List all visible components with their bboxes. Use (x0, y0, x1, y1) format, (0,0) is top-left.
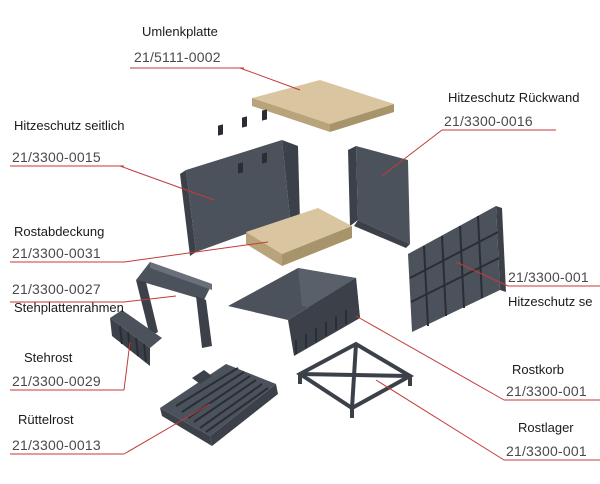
rostkorb-part (228, 268, 360, 356)
part-name: Rostlager (518, 420, 574, 435)
part-name: Rostabdeckung (14, 224, 104, 239)
part-label-hitzeschutz-seitlich-right: 21/3300-001 Hitzeschutz se (508, 269, 593, 309)
part-name: Hitzeschutz se (508, 294, 593, 309)
part-number: 21/3300-0013 (12, 437, 101, 453)
part-number: 21/3300-0016 (444, 113, 533, 129)
part-name: Rüttelrost (18, 412, 74, 427)
part-number: 21/5111-0002 (134, 49, 221, 65)
part-number: 21/3300-001 (506, 443, 587, 459)
part-number: 21/3300-0027 (12, 281, 101, 297)
part-name: Stehrost (24, 350, 73, 365)
umlenkplatte-part (252, 80, 394, 132)
part-number: 21/3300-001 (506, 383, 587, 399)
part-label-rostabdeckung: Rostabdeckung 21/3300-0031 (12, 224, 104, 261)
part-label-stehplattenrahmen: 21/3300-0027 Stehplattenrahmen (12, 281, 124, 315)
part-name: Rostkorb (512, 362, 564, 377)
part-name: Umlenkplatte (142, 24, 218, 39)
part-label-hitzeschutz-rueckwand: Hitzeschutz Rückwand 21/3300-0016 (444, 90, 580, 129)
part-number: 21/3300-0029 (12, 373, 101, 389)
hitzeschutz-seitlich-right-part (408, 206, 506, 332)
part-label-stehrost: Stehrost 21/3300-0029 (12, 350, 101, 389)
part-number: 21/3300-0031 (12, 245, 101, 261)
part-label-rostlager: Rostlager 21/3300-001 (506, 420, 587, 459)
part-label-hitzeschutz-seitlich-left: Hitzeschutz seitlich 21/3300-0015 (12, 118, 125, 165)
part-name: Stehplattenrahmen (14, 300, 124, 315)
part-label-rostkorb: Rostkorb 21/3300-001 (506, 362, 587, 399)
part-name: Hitzeschutz seitlich (14, 118, 125, 133)
ruettelrost-part (160, 364, 278, 446)
part-name: Hitzeschutz Rückwand (448, 90, 580, 105)
part-label-ruettelrost: Rüttelrost 21/3300-0013 (12, 412, 101, 453)
part-number: 21/3300-001 (508, 269, 589, 285)
part-label-umlenkplatte: Umlenkplatte 21/5111-0002 (134, 24, 221, 65)
rostlager-part (300, 344, 410, 418)
part-number: 21/3300-0015 (12, 149, 101, 165)
